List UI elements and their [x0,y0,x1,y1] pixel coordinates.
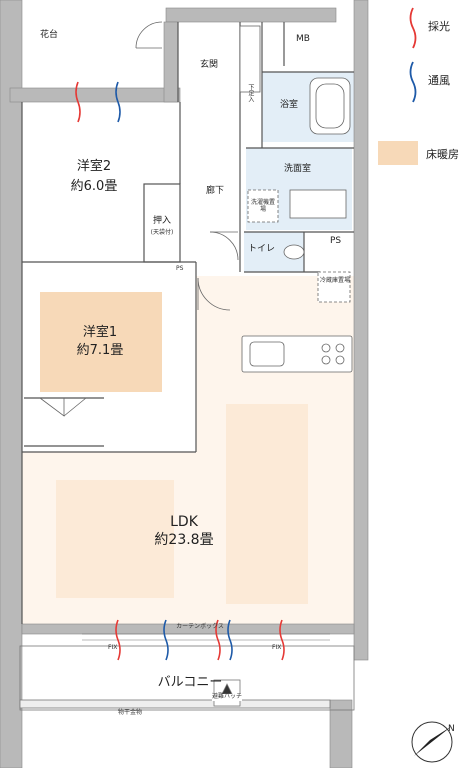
legend-lighting: 採光 [428,18,450,34]
compass-icon [411,721,453,763]
corridor-label: 廊下 [206,186,225,196]
doors [39,21,239,417]
hatch-label: 避難ハッチ [211,693,243,701]
legend-lighting-label: 採光 [428,20,450,33]
western2-name: 洋室2 [76,159,112,174]
legend-floor-heating: 床暖房 [426,146,459,162]
western2-size: 約6.0畳 [70,179,118,194]
balcony-label: バルコニー [157,675,223,690]
drying-pole-label: 物干金物 [117,709,143,716]
compass-north-label: N [448,724,455,734]
fixtures [239,25,353,373]
ps-label-top: PS [330,236,342,246]
ventilation-wave-icon [409,61,417,103]
closet-label: 押入 [152,216,172,226]
entrance-label: 玄関 [200,60,219,70]
legend-symbols [378,7,418,165]
inner-walls [21,22,354,624]
lighting-wave-icon [409,7,417,49]
legend-ventilation-label: 通風 [428,74,450,87]
mb-label: MB [296,34,310,44]
floor-heating-swatch [378,141,418,165]
curtain-box-label: カーテンボックス [176,623,224,630]
closet-note: (天袋付) [150,229,174,236]
fix-left-label: FIX [108,644,118,651]
legend-floor-heating-label: 床暖房 [426,148,459,161]
western1-name: 洋室1 [82,325,118,340]
window-tracks [82,633,330,641]
toilet-label: トイレ [248,244,276,254]
ldk-name: LDK [170,514,198,530]
ldk-size: 約23.8畳 [154,532,214,548]
legend-ventilation: 通風 [428,72,450,88]
wave-markers [75,81,285,661]
western1-size: 約7.1畳 [76,343,124,358]
fix-right-label: FIX [272,644,282,651]
flower-bed-label: 花台 [40,30,59,40]
washer-space-label: 洗濯機置場 [250,199,275,213]
balcony-area [19,645,355,711]
ps-label-small: PS [176,265,184,272]
shoe-box-label: 下足入 [246,84,254,102]
washroom-label: 洗面室 [284,164,312,174]
outer-walls [0,0,369,768]
bath-label: 浴室 [280,100,299,110]
fridge-space-label: 冷蔵庫置場 [320,277,351,284]
